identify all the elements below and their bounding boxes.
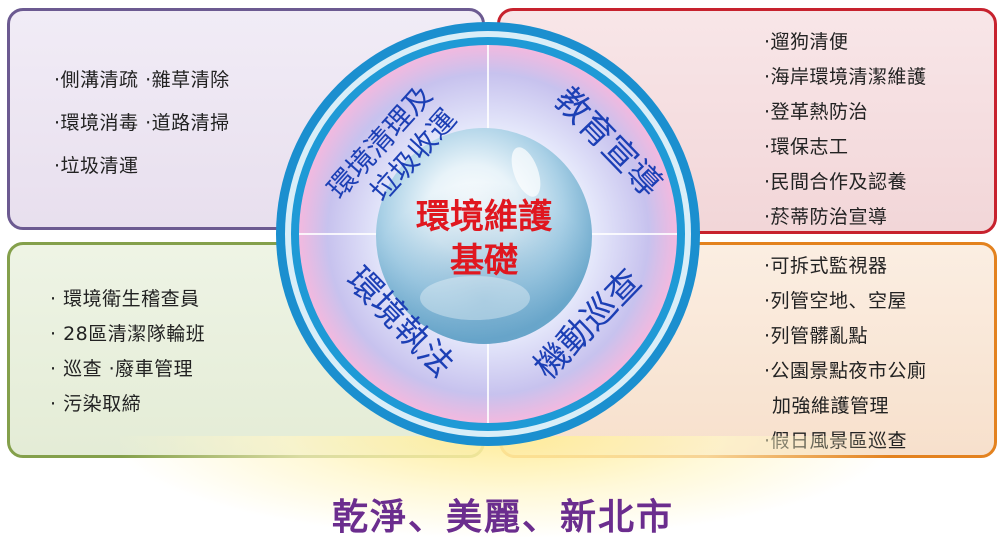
list-item: ·列管空地、空屋 (764, 290, 908, 312)
list-item: ·遛狗清便 (764, 31, 849, 53)
center-title-line1: 環境維護 (416, 197, 553, 237)
list-item: · 污染取締 (50, 393, 142, 415)
list-item: ·可拆式監視器 (764, 255, 888, 277)
center-title-line2: 基礎 (450, 241, 518, 281)
list-item: · 環境衛生稽查員 (50, 288, 200, 310)
list-item: ·列管髒亂點 (764, 325, 869, 347)
list-item: ·登革熱防治 (764, 101, 869, 123)
list-item: ·民間合作及認養 (764, 171, 908, 193)
list-item: 加強維護管理 (772, 395, 890, 417)
list-item: · 巡查 ·廢車管理 (50, 358, 194, 380)
list-item: ·側溝清疏 ·雜草清除 (54, 69, 230, 91)
list-item: ·垃圾清運 (54, 155, 139, 177)
glow-background (120, 436, 890, 537)
slogan: 乾淨、美麗、新北市 (331, 497, 674, 538)
list-item: ·環保志工 (764, 136, 849, 158)
list-item: ·菸蒂防治宣導 (764, 206, 888, 228)
list-item: ·環境消毒 ·道路清掃 (54, 112, 230, 134)
list-item: ·海岸環境清潔維護 (764, 66, 927, 88)
list-item: · 28區清潔隊輪班 (50, 323, 206, 345)
list-item: ·公園景點夜市公廁 (764, 360, 927, 382)
